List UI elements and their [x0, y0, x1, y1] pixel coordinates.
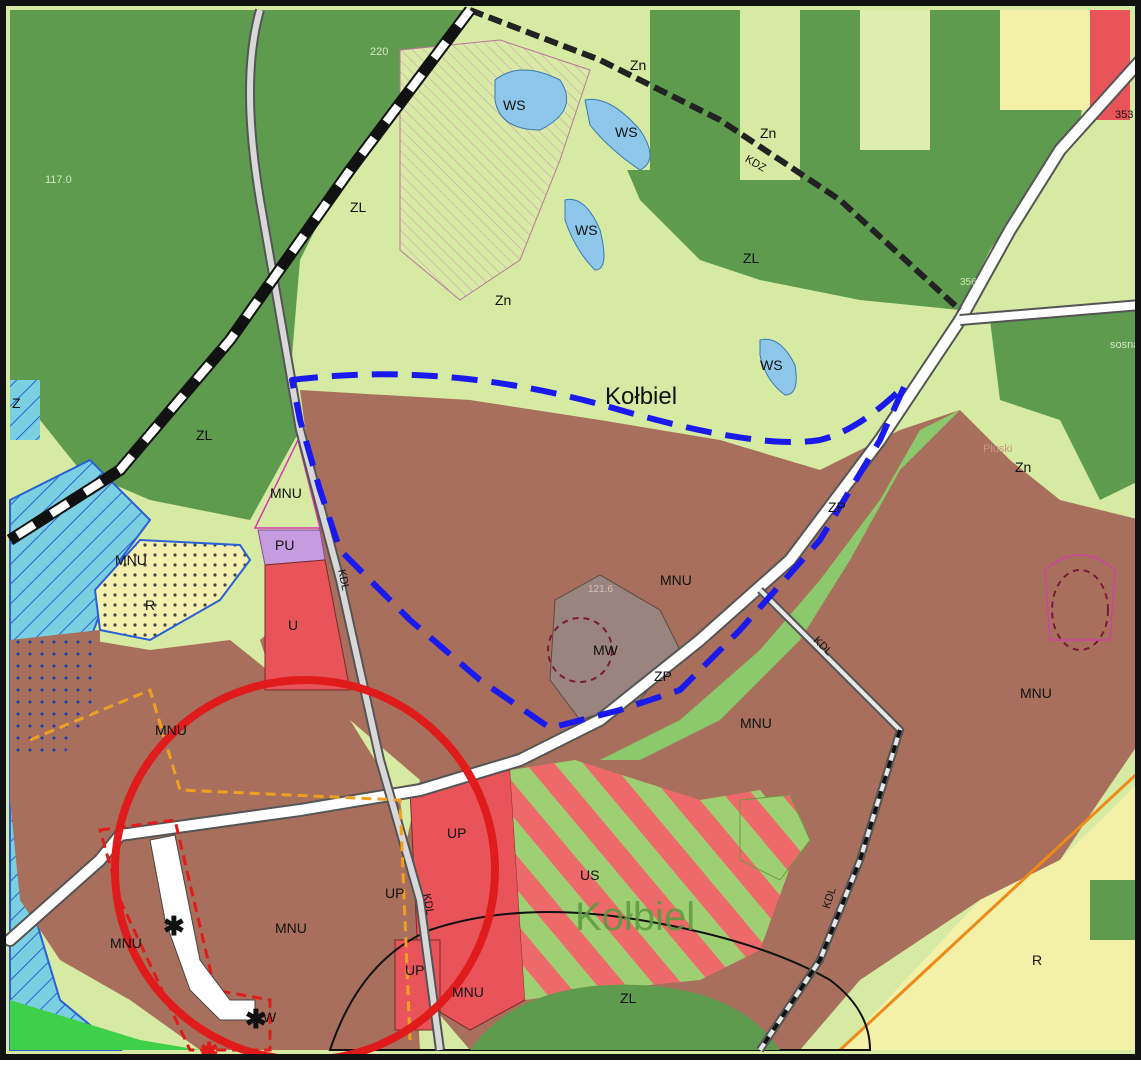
- agri-zone-r[interactable]: [840, 780, 1141, 1050]
- label-up-2: UP: [385, 885, 404, 901]
- label-ws-4: WS: [760, 357, 783, 373]
- label-zn-1: Zn: [630, 57, 646, 73]
- label-zp-2: ZP: [654, 668, 672, 684]
- label-mnu-7: MNU: [275, 920, 307, 936]
- label-elevation-121: 121.6: [588, 584, 613, 595]
- agri-dotted-r[interactable]: [93, 538, 252, 642]
- label-elevation-220: 220: [370, 46, 388, 58]
- place-name-large: Kołbiel: [575, 895, 695, 939]
- label-up-3: UP: [405, 962, 424, 978]
- label-mnu-4: MNU: [1020, 685, 1052, 701]
- label-pu: PU: [275, 537, 294, 553]
- label-mnu-3: MNU: [115, 552, 147, 568]
- label-zl-2: ZL: [743, 250, 760, 266]
- forest-zone-east[interactable]: [990, 300, 1141, 500]
- label-elevation-117: 117.0: [45, 174, 72, 186]
- water-body-1[interactable]: [494, 69, 568, 131]
- label-zl-4: ZL: [620, 990, 637, 1006]
- label-w: W: [263, 1009, 277, 1025]
- road-w[interactable]: [149, 834, 256, 1021]
- hatched-east: [1044, 554, 1116, 641]
- meadow-strip-3[interactable]: [860, 10, 930, 150]
- red-dashed-boundary: [98, 818, 272, 1052]
- protection-circle-mw: [547, 617, 613, 683]
- label-pluski: Płuski: [983, 443, 1012, 455]
- label-mnu-6: MNU: [155, 722, 187, 738]
- label-ws-2: WS: [615, 124, 638, 140]
- agri-strip-ne[interactable]: [1000, 10, 1090, 110]
- green-zone-zp[interactable]: [600, 410, 960, 760]
- label-elevation-356: 356: [960, 277, 977, 288]
- green-zone-sw[interactable]: [10, 1000, 200, 1050]
- highlight-area-blue[interactable]: [289, 371, 908, 731]
- road-east[interactable]: [959, 301, 1141, 324]
- label-mnu-9: MNU: [452, 984, 484, 1000]
- small-zone-mnu[interactable]: [253, 437, 321, 529]
- label-mnu-2: MNU: [660, 572, 692, 588]
- water-body-2[interactable]: [584, 98, 651, 171]
- label-u: U: [288, 617, 298, 633]
- label-mnu-1: MNU: [270, 485, 302, 501]
- label-zp-1: ZP: [828, 499, 846, 515]
- road-main[interactable]: [5, 55, 1141, 945]
- label-us: US: [580, 867, 599, 883]
- place-name: Kołbiel: [605, 383, 677, 410]
- forest-zone-west[interactable]: [10, 10, 470, 520]
- label-zl-1: ZL: [350, 199, 367, 215]
- orange-dashed-boundary: [29, 687, 412, 1041]
- label-r-1: R: [145, 597, 155, 613]
- label-z: Z: [12, 395, 21, 411]
- road-kdl-east-dash: [758, 729, 902, 1052]
- label-kdl-1: KDL: [335, 568, 351, 591]
- label-kdl-4: KDL: [420, 893, 436, 916]
- road-kdz[interactable]: [468, 7, 963, 313]
- power-line: [838, 768, 1141, 1052]
- protection-circle-east: [1051, 569, 1109, 651]
- label-zn-2: Zn: [760, 125, 776, 141]
- forest-zone-north[interactable]: [600, 10, 1100, 310]
- forest-zone-south[interactable]: [470, 984, 780, 1050]
- label-mnu-5: MNU: [740, 715, 772, 731]
- railway[interactable]: [7, 7, 474, 544]
- boundary-line-south: [328, 911, 872, 1051]
- label-mw: MW: [593, 642, 619, 658]
- monument-icon-2: ✱: [245, 1004, 267, 1034]
- forest-patch-se[interactable]: [1090, 880, 1141, 940]
- label-ws-1: WS: [503, 97, 526, 113]
- water-body-4[interactable]: [759, 338, 797, 396]
- label-zn-4: Zn: [1015, 459, 1031, 475]
- label-r-2: R: [1032, 952, 1042, 968]
- label-zl-3: ZL: [196, 427, 213, 443]
- label-ws-3: WS: [575, 222, 598, 238]
- residential-zone-mnu-west[interactable]: [10, 640, 420, 1050]
- service-zone-u[interactable]: [264, 559, 351, 691]
- label-up-1: UP: [447, 825, 466, 841]
- label-elevation-353: 353: [1115, 109, 1133, 121]
- road-kdl[interactable]: [247, 9, 443, 1051]
- water-body-3[interactable]: [564, 198, 605, 271]
- label-mnu-8: MNU: [110, 935, 142, 951]
- label-zn-3: Zn: [495, 292, 511, 308]
- residential-dotted[interactable]: [10, 630, 100, 760]
- riparian-zone-small[interactable]: [10, 380, 40, 440]
- label-sosn: sosna: [1110, 339, 1140, 351]
- sport-zone-us-2[interactable]: [739, 794, 811, 881]
- monument-icon-1: ✱: [163, 911, 185, 941]
